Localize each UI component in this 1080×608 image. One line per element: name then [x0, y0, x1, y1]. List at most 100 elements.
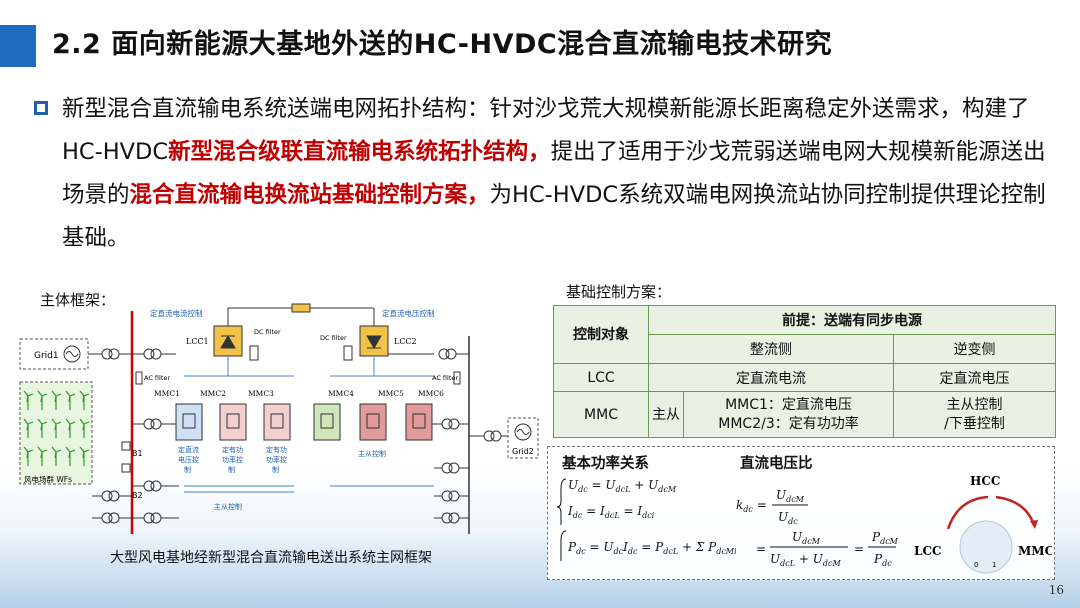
page-title: 2.2 面向新能源大基地外送的HC-HVDC混合直流输电技术研究 [52, 29, 833, 60]
mmc2-sub-1: 定有功 [222, 445, 243, 454]
table-row-lcc-label: LCC [553, 363, 649, 392]
mmc2-sub-3: 制 [228, 465, 235, 474]
wind-turbine-icons [23, 390, 90, 466]
voltage-ratio-title: 直流电压比 [740, 456, 813, 472]
eq-ratio-den: UdcL + UdcM [770, 552, 841, 568]
mmc1-sub-3: 制 [184, 465, 191, 474]
mmc2-block [219, 403, 247, 441]
grid2-box [507, 417, 539, 459]
ac-filter-label-2: AC filter [432, 374, 458, 382]
lcc1-label: LCC1 [186, 337, 209, 346]
eq-kdc-num: UdcM [776, 488, 805, 504]
dc-filter-label-1: DC filter [254, 328, 281, 336]
mmc6-label: MMC6 [418, 389, 444, 398]
power-relation-title: 基本功率关系 [562, 456, 649, 472]
grid2-wave-icon [516, 429, 530, 435]
mmc2-label: MMC2 [200, 389, 226, 398]
grid1-box [19, 338, 89, 370]
arrow-right-head-icon [1030, 520, 1038, 529]
grid1-label: Grid1 [34, 351, 59, 361]
master-slave-label-1: 主从控制 [358, 449, 386, 458]
eq-p-num: PdcM [871, 530, 899, 546]
table-mmc-inverter-1: 主从控制 [946, 396, 1003, 413]
mmc3-sub-3: 制 [272, 465, 279, 474]
mmc3-sub-1: 定有功 [266, 445, 287, 454]
lcc2-label: LCC2 [394, 337, 417, 346]
table-header-rectifier: 整流侧 [648, 334, 894, 364]
bus-b2-label: B2 [132, 491, 143, 500]
intro-paragraph: 新型混合直流输电系统送端电网拓扑结构：针对沙戈荒大规模新能源长距离稳定外送需求，… [62, 88, 1052, 260]
control-scheme-label: 基础控制方案： [566, 283, 672, 301]
mmc-dial-label: MMC [1018, 544, 1052, 558]
mmc4-block [313, 403, 341, 441]
grid1-wave-icon [65, 351, 79, 357]
mmc2-sub-2: 功率控 [222, 455, 243, 464]
dial-zero-label: 0 [974, 561, 978, 569]
hvdc-topology-diagram: Grid1 风电场群 WFs [19, 303, 539, 534]
eq-idc: Idc = IdcL = Idci [567, 504, 655, 520]
const-current-label: 定直流电流控制 [150, 308, 203, 318]
grid2-source-icon [514, 423, 532, 441]
dc-reactor [291, 303, 311, 313]
ac-filter-label-1: AC filter [144, 374, 170, 382]
mmc1-sub-2: 电压控 [178, 455, 199, 464]
mmc1-block [175, 403, 203, 441]
mmc3-block [263, 403, 291, 441]
grid1-source-icon [63, 345, 81, 363]
table-mmc-inverter-2: /下垂控制 [944, 415, 1005, 432]
mmc1-sub-1: 定直流 [178, 445, 199, 454]
const-voltage-label: 定直流电压控制 [382, 308, 435, 318]
eq-ratio-num: UdcM [792, 530, 821, 546]
eq-kdc-den: Udc [778, 510, 798, 526]
table-mmc-rectifier: MMC1：定直流电压 MMC2/3：定有功功率 [683, 391, 894, 438]
eq-p-den: Pdc [873, 552, 892, 568]
framework-label: 主体框架： [40, 291, 116, 309]
arrow-left-icon [946, 495, 989, 530]
mmc3-sub-2: 功率控 [266, 455, 287, 464]
mmc4-label: MMC4 [328, 389, 354, 398]
table-row-mmc-label: MMC [553, 391, 649, 438]
bullet-square-icon [34, 101, 48, 115]
eq-ratio-eq2: = [854, 542, 864, 556]
intro-text-2: 提出了适用于沙戈荒弱送端电网大规模新能源送出场景的 [62, 139, 1046, 208]
table-mmc-master: 主从 [648, 391, 684, 438]
intro-text-1: 新型混合直流输电系统送端电网拓扑结构：针对沙戈荒大规模新能源长距离稳定外送需求，… [62, 96, 1030, 165]
eq-ratio-eq: = [756, 542, 766, 556]
mmc5-block [359, 403, 387, 441]
arrow-right-icon [995, 495, 1036, 526]
table-header-inverter: 逆变侧 [893, 334, 1056, 364]
dial-one-label: 1 [992, 561, 996, 569]
table-mmc-inverter: 主从控制 /下垂控制 [893, 391, 1056, 438]
dc-filter-label-2: DC filter [320, 334, 347, 342]
mmc1-label: MMC1 [154, 389, 180, 398]
master-slave-label-2: 主从控制 [214, 502, 242, 511]
intro-text-3: 为HC-HVDC系统双端电网换流站协同控制提供理论控制基础。 [62, 182, 1046, 251]
mmc3-label: MMC3 [248, 389, 274, 398]
page-number: 16 [1048, 583, 1064, 597]
diagram-caption: 大型风电基地经新型混合直流输电送出系统主网框架 [110, 550, 432, 566]
eq-kdc: kdc = [736, 498, 767, 514]
formula-graphics: Udc = UdcL + UdcM Idc = IdcL = Idci Pdc … [556, 475, 1052, 574]
intro-highlight-1: 新型混合级联直流输电系统拓扑结构， [168, 139, 551, 165]
eq-udc: Udc = UdcL + UdcM [568, 478, 677, 494]
title-accent-bar [0, 25, 36, 67]
table-lcc-inverter: 定直流电压 [893, 363, 1056, 392]
bus-b1-label: B1 [132, 449, 143, 458]
eq-pdc: Pdc = UdcIdc = PdcL + Σ PdcMi [567, 540, 737, 556]
lcc1-thyristor-icon [220, 335, 236, 349]
formula-box: 基本功率关系 直流电压比 Udc = UdcL + UdcM Idc = Idc… [547, 446, 1055, 580]
lcc2-thyristor-icon [366, 335, 382, 349]
ratio-dial [959, 520, 1013, 574]
intro-highlight-2: 混合直流输电换流站基础控制方案， [129, 182, 490, 208]
table-header-object: 控制对象 [553, 305, 649, 364]
control-scheme-table: 控制对象 前提：送端有同步电源 整流侧 逆变侧 LCC 定直流电流 定直流电压 … [553, 305, 1056, 438]
table-lcc-rectifier: 定直流电流 [648, 363, 894, 392]
mmc5-label: MMC5 [378, 389, 404, 398]
table-header-premise: 前提：送端有同步电源 [648, 305, 1056, 335]
hcc-label: HCC [970, 475, 1000, 488]
grid2-label: Grid2 [512, 447, 534, 456]
wind-farm-label: 风电场群 WFs [24, 474, 72, 484]
lcc-dial-label: LCC [914, 544, 942, 558]
table-mmc-rectifier-2: MMC2/3：定有功功率 [718, 415, 859, 432]
mmc6-block [405, 403, 433, 441]
